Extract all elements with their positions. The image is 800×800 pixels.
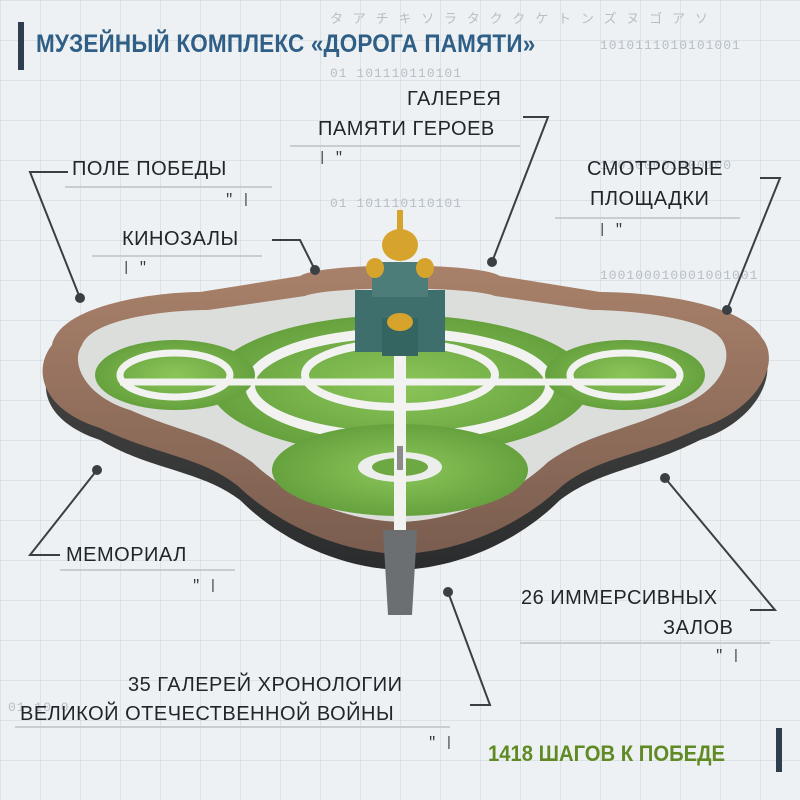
title-accent-bar: [18, 22, 24, 70]
decorative-digits: 110100001000100: [600, 158, 733, 173]
footer-tagline: 1418 ШАГОВ К ПОБЕДЕ: [488, 741, 726, 766]
tick-mark: | ": [122, 260, 148, 276]
decorative-glyphs: タ ア チ キ ソ ラ タ ク ク ケ ト ン ズ ヌ ゴ ア ソ: [330, 12, 709, 27]
callout-line-viewing-platforms: [726, 177, 782, 311]
label-viewing-platforms-line1: СМОТРОВЫЕ: [587, 158, 723, 180]
callout-line-immersive-halls: [664, 477, 778, 611]
label-cinemas: КИНОЗАЛЫ: [122, 228, 239, 250]
tick-mark: " |: [225, 192, 251, 208]
label-immersive-halls-line2: ЗАЛОВ: [663, 617, 734, 639]
callout-dot: [660, 473, 670, 483]
tick-mark: | ": [318, 150, 344, 166]
decorative-digits: 01 101110110101: [330, 66, 463, 81]
callout-dot: [722, 305, 732, 315]
decorative-digits: 1010111010101001: [600, 38, 741, 53]
tick-mark: " |: [192, 578, 218, 594]
callout-dot: [310, 265, 320, 275]
label-victory-field: ПОЛЕ ПОБЕДЫ: [72, 158, 227, 180]
cathedral: [355, 210, 445, 356]
callout-line-cinemas: [272, 239, 316, 271]
obelisk: [397, 446, 403, 470]
label-memorial: МЕМОРИАЛ: [66, 544, 187, 566]
decorative-digits: 100100010001001001: [600, 268, 759, 283]
callout-dot: [92, 465, 102, 475]
label-gallery-heroes-line1: ГАЛЕРЕЯ: [407, 88, 502, 110]
callout-line-victory-field: [28, 171, 81, 299]
tick-mark: | ": [598, 222, 624, 238]
tick-mark: " |: [715, 648, 741, 664]
decorative-digits: 01 101110110101: [330, 196, 463, 211]
tick-mark: " |: [428, 735, 454, 751]
page-title: МУЗЕЙНЫЙ КОМПЛЕКС «ДОРОГА ПАМЯТИ»: [36, 30, 536, 58]
callout-dot: [443, 587, 453, 597]
decorative-digits: 01 10 0: [8, 700, 70, 715]
callout-dot: [487, 257, 497, 267]
right-lawn-path: [566, 349, 684, 401]
callout-line-gallery-heroes: [491, 116, 550, 263]
callout-line-chronology: [447, 591, 492, 706]
label-chronology-line2: ВЕЛИКОЙ ОТЕЧЕСТВЕННОЙ ВОЙНЫ: [20, 703, 395, 725]
callout-line-memorial: [27, 469, 98, 556]
label-chronology-line1: 35 ГАЛЕРЕЙ ХРОНОЛОГИИ: [128, 674, 403, 696]
callout-dot: [75, 293, 85, 303]
footer-accent-bar: [776, 728, 782, 772]
south-entrance: [383, 530, 417, 615]
label-immersive-halls-line1: 26 ИММЕРСИВНЫХ: [521, 587, 718, 609]
label-viewing-platforms-line2: ПЛОЩАДКИ: [590, 188, 710, 210]
label-gallery-heroes-line2: ПАМЯТИ ГЕРОЕВ: [318, 118, 495, 140]
left-lawn-path: [116, 349, 234, 401]
